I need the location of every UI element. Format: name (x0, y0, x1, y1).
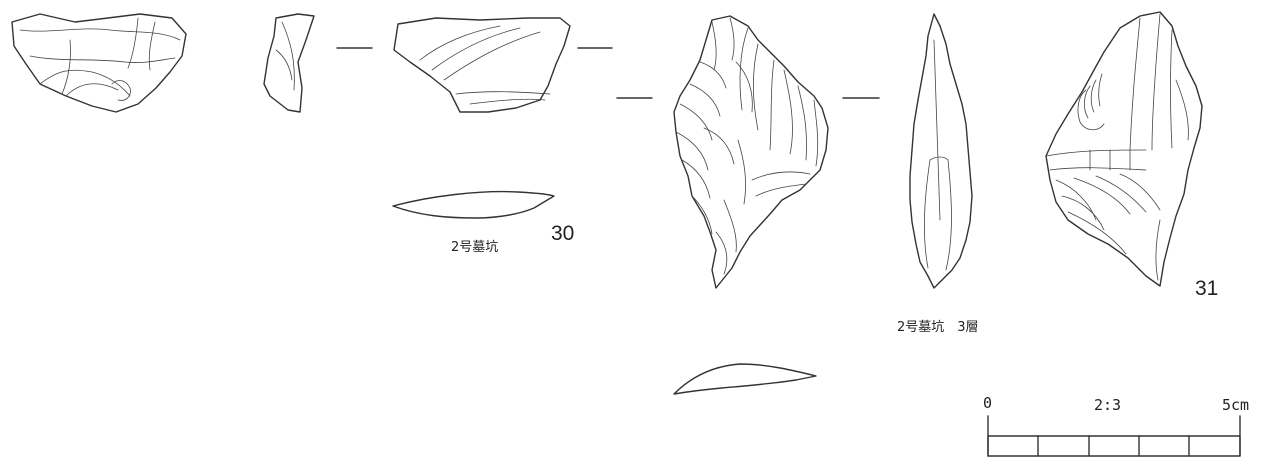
artifact-30-side-view (263, 13, 315, 113)
artifact-30-cross-section (392, 190, 555, 219)
scale-end-label: 5cm (1222, 396, 1250, 414)
artifact-31-cross-section (673, 363, 817, 395)
artifact-30-reverse-view (393, 17, 571, 113)
artifact-31-side-view (909, 13, 973, 289)
artifact-number-30: 30 (551, 222, 575, 245)
artifact-caption-31: 2号墓坑 3層 (897, 320, 979, 335)
artifact-number-31: 31 (1195, 277, 1219, 300)
artifact-30-drawings (11, 13, 613, 219)
scale-ratio-label: 2:3 (1094, 396, 1122, 414)
scale-bar (987, 415, 1241, 457)
scale-start-label: 0 (983, 394, 993, 412)
artifact-caption-30: 2号墓坑 (451, 240, 499, 255)
artifact-31-face-view (673, 15, 829, 289)
artifact-31-drawings (616, 11, 1203, 395)
artifact-31-reverse-view (1045, 11, 1203, 287)
artifact-30-face-view (11, 13, 187, 113)
